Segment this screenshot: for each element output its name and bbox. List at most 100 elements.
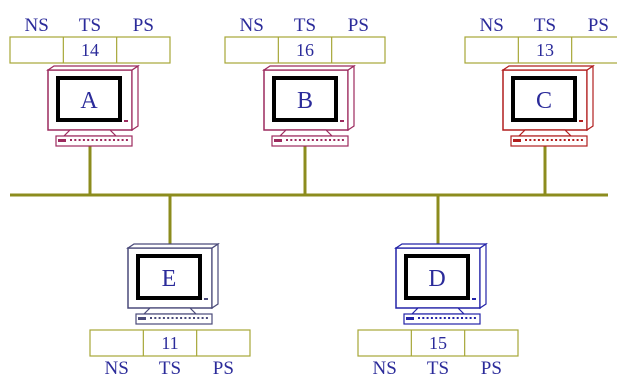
keyboard-key xyxy=(435,317,438,319)
keyboard-key xyxy=(201,317,204,319)
keyboard-key xyxy=(469,317,472,319)
keyboard-key xyxy=(286,139,288,141)
monitor-top xyxy=(394,243,488,249)
monitor-stand xyxy=(62,129,118,137)
keyboard-key xyxy=(91,139,94,141)
keyboard-key xyxy=(324,139,327,141)
keyboard-key xyxy=(125,139,128,141)
keyboard-key xyxy=(100,139,103,141)
keyboard-key xyxy=(456,317,459,319)
computer-icon: B xyxy=(262,64,356,147)
keyboard-key xyxy=(337,139,340,141)
keyboard-key xyxy=(193,317,195,319)
keyboard-key xyxy=(150,317,152,319)
keyboard-key xyxy=(546,139,549,141)
node-a: 14 NS TS PS A xyxy=(9,15,171,147)
table-frame xyxy=(224,36,386,64)
keyboard-key xyxy=(311,139,314,141)
header-ts-label: TS xyxy=(534,15,556,36)
keyboard-key xyxy=(74,139,77,141)
power-light xyxy=(579,120,583,122)
keyboard-key xyxy=(205,317,208,319)
power-light xyxy=(204,298,208,300)
monitor-stand xyxy=(278,129,334,137)
monitor-top xyxy=(46,65,140,71)
keyboard-key xyxy=(162,317,165,319)
keyboard-key xyxy=(555,139,558,141)
header-ns-label: NS xyxy=(373,358,397,379)
ts-value: 14 xyxy=(81,40,99,60)
keyboard-key xyxy=(307,139,310,141)
ts-value: 11 xyxy=(161,333,178,353)
keyboard-key xyxy=(465,317,468,319)
keyboard-key xyxy=(294,139,297,141)
ts-value: 15 xyxy=(429,333,447,353)
keyboard-key xyxy=(461,317,463,319)
keyboard-key xyxy=(572,139,575,141)
keyboard-key xyxy=(58,139,66,142)
power-light xyxy=(340,120,344,122)
monitor-stand xyxy=(142,307,198,315)
computer-icon: A xyxy=(46,64,140,147)
header-ps-label: PS xyxy=(481,358,502,379)
monitor-side xyxy=(586,64,594,132)
keyboard-key xyxy=(525,139,527,141)
keyboard-key xyxy=(104,139,107,141)
header-ps-label: PS xyxy=(348,15,369,36)
header-ps-label: PS xyxy=(213,358,234,379)
monitor-top xyxy=(501,65,595,71)
keyboard-key xyxy=(78,139,81,141)
ts-value: 16 xyxy=(296,40,314,60)
keyboard-key xyxy=(452,317,455,319)
power-light xyxy=(124,120,128,122)
monitor-stand xyxy=(410,307,466,315)
keyboard-key xyxy=(274,139,282,142)
state-table: 14 NS TS PS xyxy=(9,15,171,64)
header-ps-label: PS xyxy=(133,15,154,36)
keyboard-key xyxy=(576,139,579,141)
keyboard-key xyxy=(117,139,120,141)
monitor-side xyxy=(131,64,139,132)
keyboard-key xyxy=(197,317,200,319)
monitor-side xyxy=(479,242,487,310)
node-label: E xyxy=(162,266,177,292)
keyboard-key xyxy=(154,317,157,319)
keyboard-key xyxy=(341,139,344,141)
keyboard-key xyxy=(188,317,191,319)
keyboard-key xyxy=(113,139,115,141)
header-ns-label: NS xyxy=(25,15,49,36)
monitor-screen xyxy=(56,76,122,122)
keyboard-key xyxy=(406,317,414,320)
keyboard-key xyxy=(82,139,85,141)
keyboard-key xyxy=(439,317,442,319)
ts-value: 13 xyxy=(536,40,554,60)
keyboard-key xyxy=(426,317,429,319)
keyboard-key xyxy=(320,139,323,141)
keyboard xyxy=(510,135,588,147)
keyboard xyxy=(403,313,481,325)
keyboard-key xyxy=(513,139,521,142)
keyboard-key xyxy=(542,139,545,141)
keyboard-key xyxy=(108,139,111,141)
header-ts-label: TS xyxy=(159,358,181,379)
keyboard xyxy=(271,135,349,147)
keyboard-key xyxy=(550,139,553,141)
keyboard-key xyxy=(180,317,183,319)
keyboard-key xyxy=(70,139,72,141)
monitor-screen xyxy=(272,76,338,122)
keyboard-key xyxy=(290,139,293,141)
monitor-top xyxy=(126,243,220,249)
table-frame xyxy=(464,36,617,64)
header-ts-label: TS xyxy=(79,15,101,36)
keyboard-key xyxy=(298,139,301,141)
monitor-screen xyxy=(404,254,470,300)
keyboard-key xyxy=(184,317,187,319)
keyboard-key xyxy=(430,317,433,319)
